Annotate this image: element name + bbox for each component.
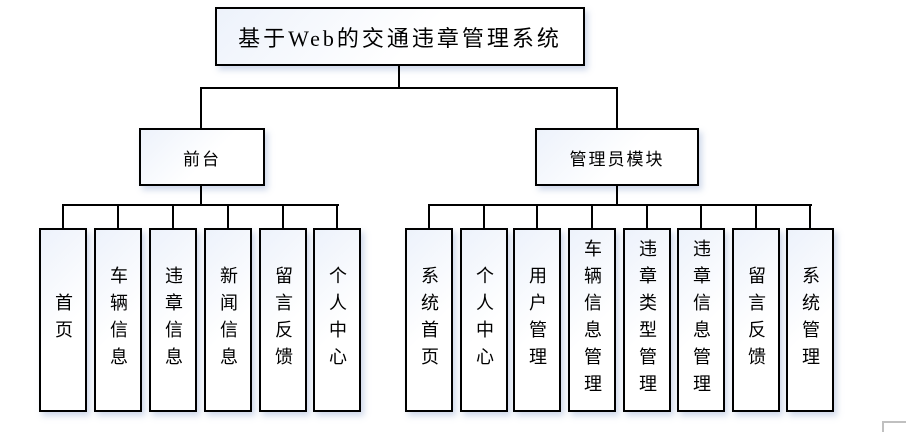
connector-leaf-drop — [428, 204, 430, 230]
connector-leaf-drop — [536, 204, 538, 230]
leaf-node: 用户管理 — [513, 228, 561, 412]
connector-leaf-drop — [483, 204, 485, 230]
branch-node-admin-label: 管理员模块 — [569, 149, 665, 169]
leaf-node: 系统首页 — [405, 228, 453, 412]
connector-leaf-drop — [336, 204, 338, 230]
root-node-label: 基于Web的交通违章管理系统 — [238, 25, 562, 51]
leaf-node-label: 违章信息管理 — [691, 239, 711, 401]
connector-leaf-drop — [755, 204, 757, 230]
leaf-node: 违章信息 — [149, 228, 197, 412]
connector-leaf-drop — [172, 204, 174, 230]
leaf-node-label: 留言反馈 — [746, 266, 766, 374]
connector-leaf-drop — [591, 204, 593, 230]
leaf-node-label: 系统首页 — [419, 266, 439, 374]
connector-branch-right-drop — [616, 87, 618, 130]
leaf-node-label: 新闻信息 — [218, 266, 238, 374]
connector-admin-stub — [616, 186, 618, 206]
connector-leaf-drop — [809, 204, 811, 230]
connector-left-leaf-bus — [62, 204, 339, 206]
leaf-node-label: 留言反馈 — [273, 266, 293, 374]
leaf-node-label: 用户管理 — [527, 266, 547, 374]
leaf-node: 违章信息管理 — [677, 228, 725, 412]
connector-leaf-drop — [282, 204, 284, 230]
leaf-node: 违章类型管理 — [623, 228, 671, 412]
leaf-node-label: 违章类型管理 — [637, 239, 657, 401]
connector-level1-bus — [200, 87, 618, 89]
leaf-node-label: 车辆信息 — [108, 266, 128, 374]
leaf-node: 个人中心 — [313, 228, 361, 412]
leaf-node-label: 系统管理 — [800, 266, 820, 374]
branch-node-frontend: 前台 — [139, 128, 265, 186]
leaf-node: 新闻信息 — [204, 228, 252, 412]
root-node: 基于Web的交通违章管理系统 — [215, 7, 585, 66]
leaf-node: 车辆信息管理 — [568, 228, 616, 412]
leaf-node-label: 违章信息 — [163, 266, 183, 374]
connector-right-leaf-bus — [428, 204, 812, 206]
leaf-node-label: 首页 — [53, 293, 73, 347]
connector-leaf-drop — [62, 204, 64, 230]
branch-node-admin: 管理员模块 — [535, 128, 699, 186]
leaf-node: 个人中心 — [460, 228, 508, 412]
connector-leaf-drop — [117, 204, 119, 230]
leaf-node: 留言反馈 — [732, 228, 780, 412]
connector-leaf-drop — [227, 204, 229, 230]
connector-branch-left-drop — [200, 87, 202, 130]
leaf-node-label: 车辆信息管理 — [582, 239, 602, 401]
connector-root-stub — [398, 66, 400, 89]
connector-leaf-drop — [700, 204, 702, 230]
connector-leaf-drop — [646, 204, 648, 230]
leaf-node: 车辆信息 — [94, 228, 142, 412]
leaf-node-label: 个人中心 — [474, 266, 494, 374]
leaf-node: 首页 — [39, 228, 87, 412]
leaf-node: 留言反馈 — [259, 228, 307, 412]
leaf-node: 系统管理 — [786, 228, 834, 412]
page-corner-mark — [882, 421, 906, 432]
leaf-node-label: 个人中心 — [327, 266, 347, 374]
branch-node-frontend-label: 前台 — [183, 149, 221, 169]
connector-frontend-stub — [200, 186, 202, 206]
